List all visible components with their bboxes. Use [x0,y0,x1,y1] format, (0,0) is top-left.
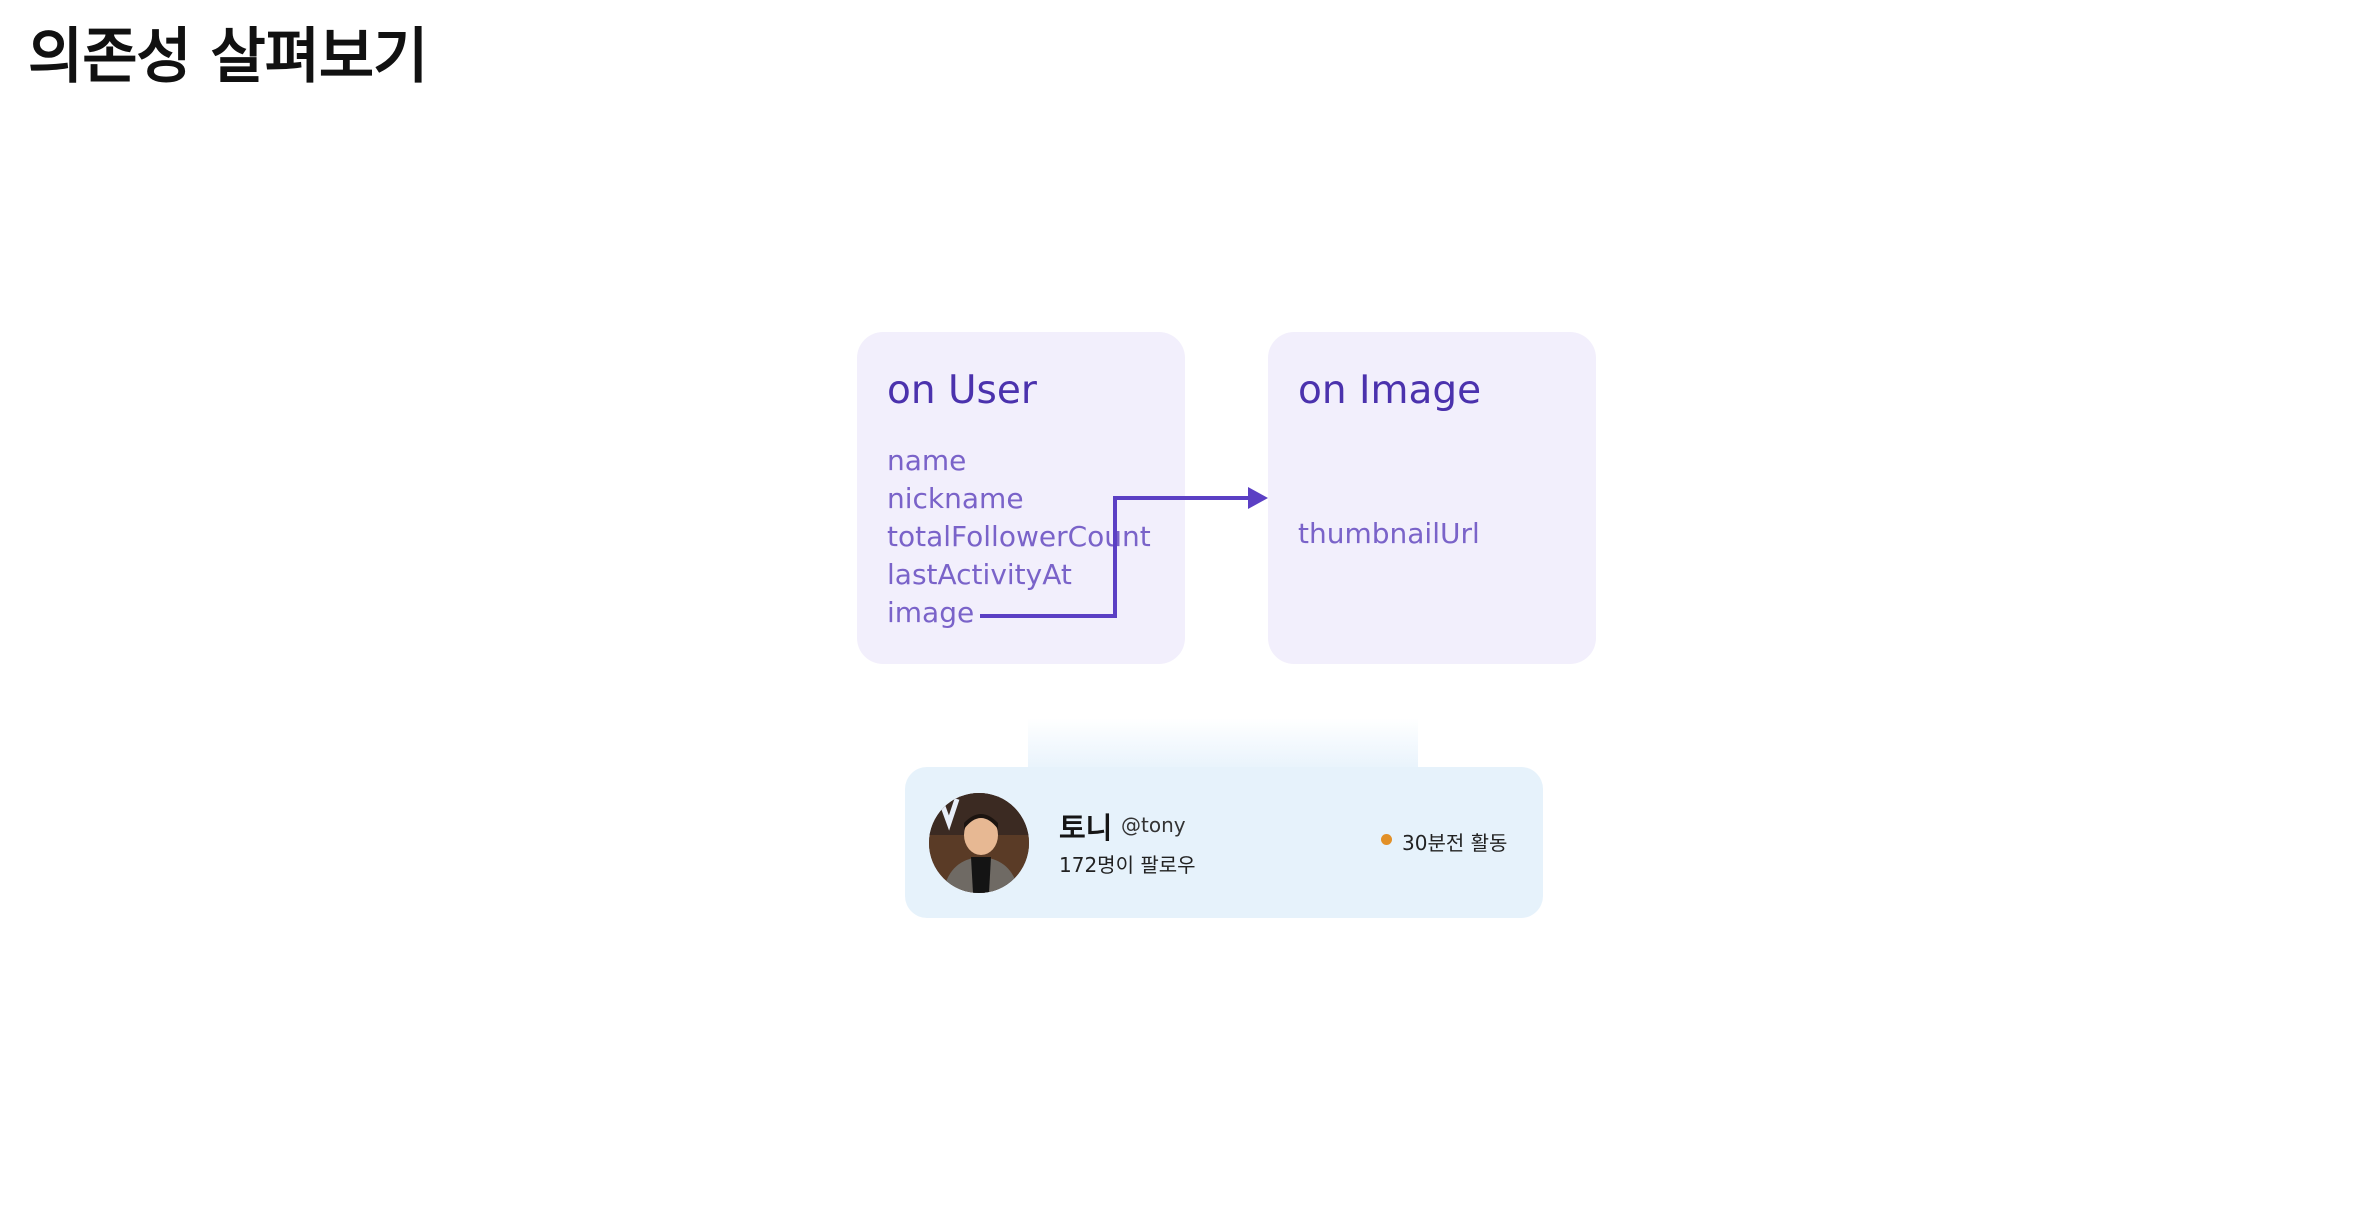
user-type-card: on User name nickname totalFollowerCount… [857,332,1185,664]
image-card-title: on Image [1298,368,1482,413]
user-photo-icon [929,793,1029,893]
avatar [929,793,1029,893]
profile-glow [1028,718,1418,770]
user-handle: @tony [1121,813,1186,837]
activity-status-dot [1381,834,1392,845]
user-card-title: on User [887,368,1037,413]
connector-arrowhead [1248,487,1268,509]
user-name: 토니 [1059,811,1113,845]
field-name: name [887,444,967,477]
profile-card: 토니 @tony 172명이 팔로우 30분전 활동 [905,767,1543,918]
follower-count: 172명이 팔로우 [1059,853,1196,877]
field-nickname: nickname [887,482,1024,515]
field-total-follower-count: totalFollowerCount [887,520,1151,553]
image-type-card: on Image thumbnailUrl [1268,332,1596,664]
page-title: 의존성 살펴보기 [28,22,428,92]
last-activity: 30분전 활동 [1402,831,1508,855]
user-field-list: name nickname totalFollowerCount lastAct… [887,442,1151,632]
field-last-activity-at: lastActivityAt [887,558,1072,591]
field-thumbnail-url: thumbnailUrl [1298,517,1480,550]
field-image: image [887,596,975,629]
